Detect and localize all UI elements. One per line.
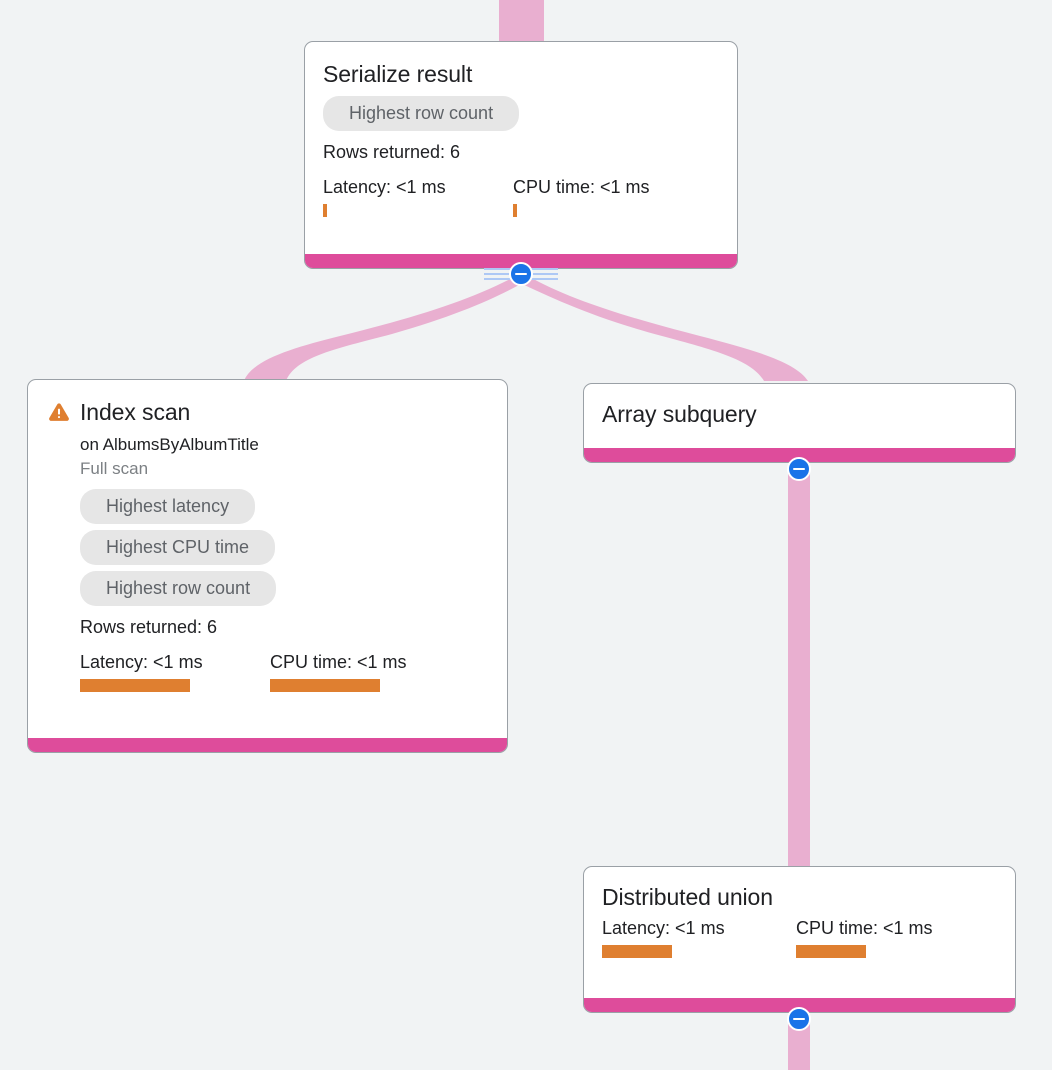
metric-latency-bar — [80, 679, 190, 692]
node-metrics: Latency: <1 ms CPU time: <1 ms — [602, 917, 997, 958]
node-body: Serialize result Highest row count Rows … — [305, 42, 737, 254]
node-header: Serialize result — [323, 60, 719, 88]
minus-icon — [515, 272, 527, 276]
node-scan-type: Full scan — [80, 459, 149, 478]
metric-cpu-time-label: CPU time: <1 ms — [513, 177, 650, 197]
metric-latency: Latency: <1 ms — [323, 176, 513, 217]
metric-cpu-time: CPU time: <1 ms — [513, 176, 650, 217]
metric-latency-label: Latency: <1 ms — [323, 177, 446, 197]
chip-highest-cpu-time: Highest CPU time — [80, 530, 276, 565]
minus-icon — [793, 467, 805, 471]
node-header: Index scan — [48, 398, 489, 426]
node-metrics: Latency: <1 ms CPU time: <1 ms — [323, 176, 719, 217]
node-chips: Highest row count — [323, 96, 719, 131]
metric-latency: Latency: <1 ms — [80, 651, 270, 692]
collapse-toggle-array-subquery[interactable] — [787, 457, 811, 481]
node-array-subquery[interactable]: Array subquery — [583, 383, 1016, 463]
node-title: Index scan — [80, 399, 191, 425]
node-title: Array subquery — [602, 401, 757, 427]
metric-cpu-time-bar — [270, 679, 380, 692]
node-title: Distributed union — [602, 884, 773, 910]
metric-latency: Latency: <1 ms — [602, 917, 796, 958]
node-chips: Highest latency Highest CPU time Highest… — [80, 489, 489, 606]
node-status-bar — [584, 998, 1015, 1012]
metric-latency-label: Latency: <1 ms — [602, 918, 725, 938]
node-status-bar — [28, 738, 507, 752]
minus-icon — [793, 1017, 805, 1021]
chip-highest-row-count: Highest row count — [323, 96, 520, 131]
node-body: Distributed union Latency: <1 ms CPU tim… — [584, 867, 1015, 998]
node-metrics: Latency: <1 ms CPU time: <1 ms — [80, 651, 489, 692]
collapse-toggle-distributed-union[interactable] — [787, 1007, 811, 1031]
node-index-scan[interactable]: Index scan on AlbumsByAlbumTitle Full sc… — [27, 379, 508, 753]
node-header: Distributed union — [602, 883, 997, 911]
node-status-bar — [584, 448, 1015, 462]
metric-latency-bar — [323, 204, 327, 217]
edge-incoming-root — [499, 0, 544, 45]
rows-returned: Rows returned: 6 — [80, 617, 218, 637]
metric-latency-label: Latency: <1 ms — [80, 652, 203, 672]
edge-array-subquery-to-distributed-union — [788, 468, 810, 868]
node-subtitle: on AlbumsByAlbumTitle — [80, 435, 259, 454]
metric-latency-bar — [602, 945, 672, 958]
metric-cpu-time-bar — [513, 204, 517, 217]
node-header: Array subquery — [602, 400, 997, 428]
edge-serialize-to-array-subquery — [518, 276, 808, 381]
node-title: Serialize result — [323, 61, 473, 87]
node-body: Index scan on AlbumsByAlbumTitle Full sc… — [28, 380, 507, 738]
rows-returned: Rows returned: 6 — [323, 142, 461, 162]
chip-highest-latency: Highest latency — [80, 489, 256, 524]
edge-serialize-to-index-scan — [244, 276, 528, 381]
node-status-bar — [305, 254, 737, 268]
metric-cpu-time: CPU time: <1 ms — [796, 917, 933, 958]
chip-highest-row-count: Highest row count — [80, 571, 277, 606]
node-distributed-union[interactable]: Distributed union Latency: <1 ms CPU tim… — [583, 866, 1016, 1013]
node-body: Array subquery — [584, 384, 1015, 448]
collapse-toggle-serialize-result[interactable] — [509, 262, 533, 286]
metric-cpu-time-label: CPU time: <1 ms — [796, 918, 933, 938]
warning-triangle-icon — [49, 403, 69, 421]
metric-cpu-time: CPU time: <1 ms — [270, 651, 407, 692]
metric-cpu-time-bar — [796, 945, 866, 958]
node-serialize-result[interactable]: Serialize result Highest row count Rows … — [304, 41, 738, 269]
metric-cpu-time-label: CPU time: <1 ms — [270, 652, 407, 672]
